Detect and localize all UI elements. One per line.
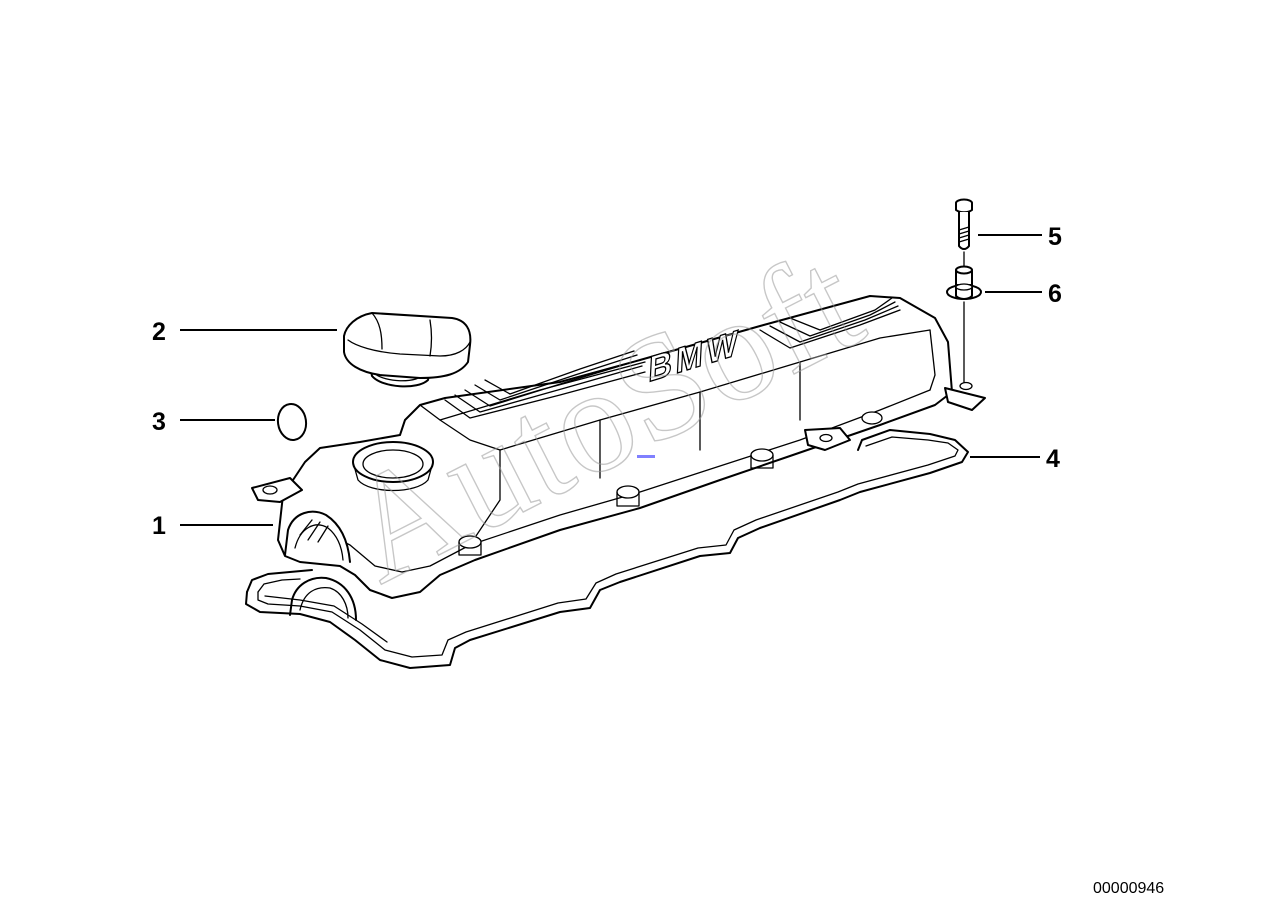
bushing-part-6 <box>946 265 982 300</box>
part-label-2: 2 <box>152 318 166 346</box>
part-label-4: 4 <box>1046 445 1060 473</box>
document-number: 00000946 <box>1093 880 1164 897</box>
o-ring-part-3 <box>276 403 308 441</box>
part-label-6: 6 <box>1048 280 1062 308</box>
oil-cap-part-2 <box>343 312 472 388</box>
part-label-5: 5 <box>1048 223 1062 251</box>
valve-cover-part-1 <box>251 295 986 599</box>
part-label-3: 3 <box>152 408 166 436</box>
watermark-mark <box>637 455 655 458</box>
gasket-part-4 <box>245 429 969 669</box>
part-label-1: 1 <box>152 512 166 540</box>
bolt-part-5 <box>955 198 973 250</box>
